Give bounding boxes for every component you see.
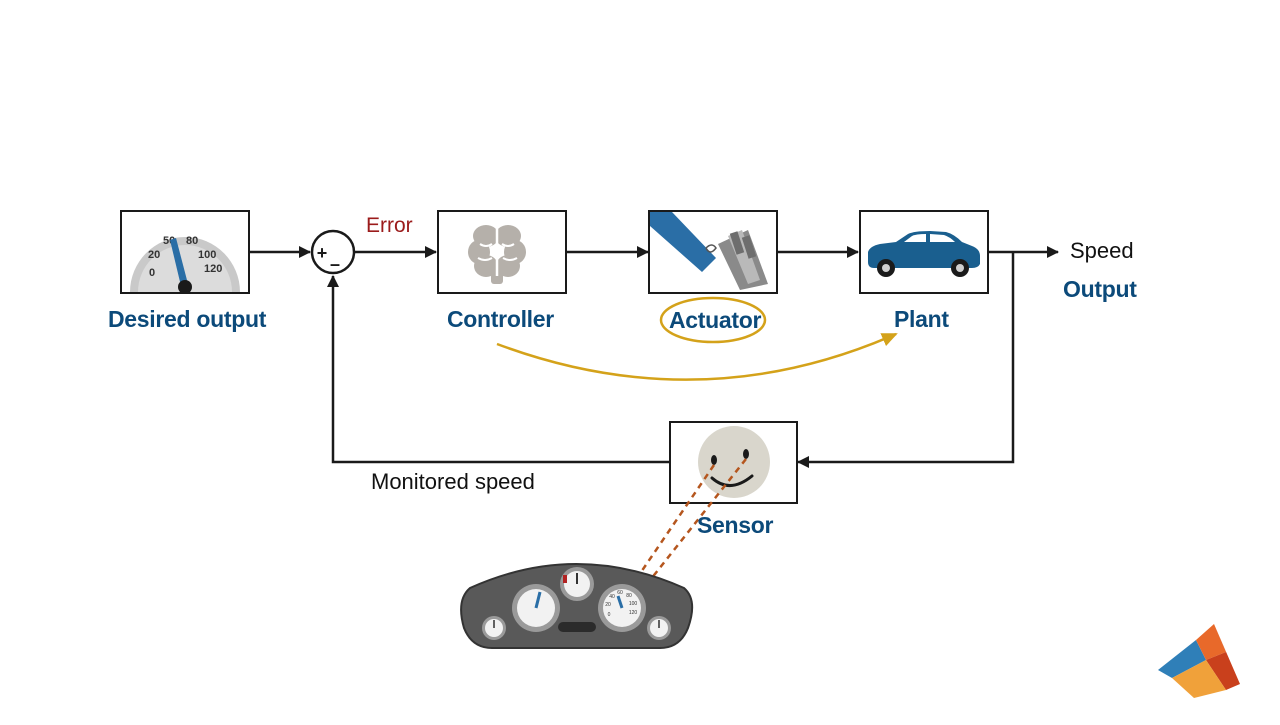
desired-output-block: 0 20 50 80 100 120 [120, 210, 250, 294]
dash-tick-0: 0 [608, 612, 611, 618]
speedometer-icon: 0 20 50 80 100 120 [130, 235, 240, 292]
controller-block [437, 210, 567, 294]
monitored-speed-label: Monitored speed [371, 469, 535, 494]
desired-gauge-tick-120: 120 [204, 263, 222, 275]
sum-minus-sign: – [330, 254, 340, 274]
desired-gauge-tick-100: 100 [198, 249, 216, 261]
throttle-icon [650, 212, 768, 290]
feedback-to-sensor-line [797, 252, 1015, 468]
dash-tick-20: 20 [605, 602, 611, 608]
dash-tick-100: 100 [629, 601, 638, 607]
dash-tick-60: 60 [617, 590, 623, 596]
monitored-speed-line [327, 275, 670, 464]
speedometer-needle [170, 238, 188, 286]
matlab-logo [1158, 624, 1240, 698]
smiley-face-icon [698, 426, 770, 498]
desired-output-label: Desired output [108, 306, 267, 332]
dash-tick-40: 40 [609, 594, 615, 600]
actuator-block [648, 210, 778, 294]
output-label: Output [1063, 276, 1137, 302]
desired-gauge-tick-0: 0 [149, 267, 155, 279]
signal-lines [249, 246, 1059, 468]
desired-gauge-tick-20: 20 [148, 249, 160, 261]
plant-label: Plant [894, 306, 949, 332]
summing-junction: + – [310, 229, 356, 275]
error-signal-label: Error [366, 214, 413, 237]
controller-label: Controller [447, 306, 554, 332]
dashboard-icon: 0 20 40 60 80 100 120 [460, 563, 694, 649]
controller-to-plant-highlight-arrow [496, 332, 898, 381]
actuator-label: Actuator [669, 307, 762, 333]
sum-plus-sign: + [317, 243, 328, 263]
dash-tick-120: 120 [629, 610, 638, 616]
brain-icon [468, 225, 526, 284]
dash-tick-80: 80 [626, 593, 632, 599]
speed-signal-label: Speed [1070, 238, 1134, 263]
sensor-label: Sensor [697, 512, 774, 538]
car-icon [868, 231, 980, 277]
actuator-highlight-oval [659, 296, 767, 344]
desired-gauge-tick-80: 80 [186, 235, 198, 247]
plant-block [859, 210, 989, 294]
sensor-block [669, 421, 798, 504]
